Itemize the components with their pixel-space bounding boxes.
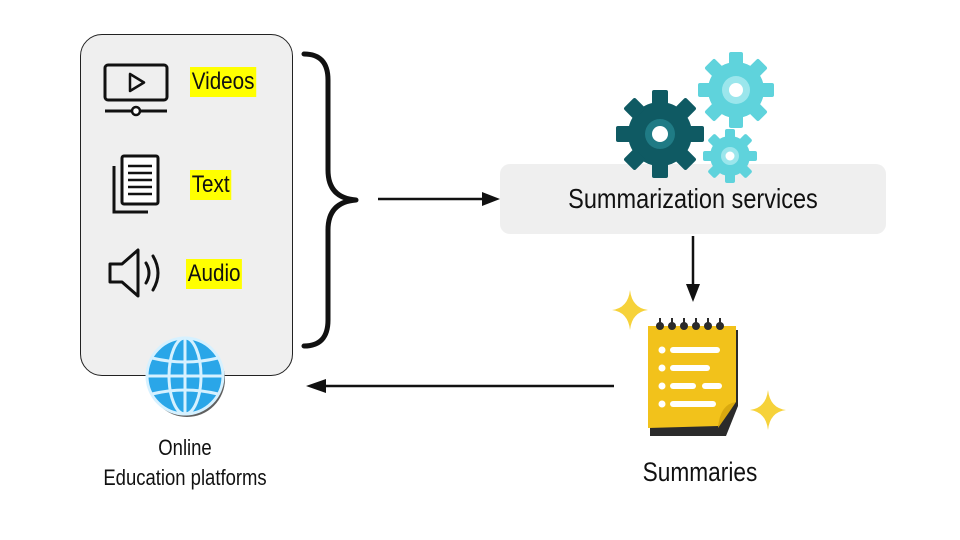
- arrow-to-services: [378, 192, 500, 206]
- video-player-icon: [103, 63, 169, 117]
- platform-label-line2: Education platforms: [103, 465, 267, 490]
- service-label: Summarization services: [568, 183, 818, 214]
- speaker-icon: [108, 248, 160, 298]
- globe-icon: [145, 336, 225, 417]
- summarization-service-box: [500, 164, 886, 234]
- grouping-brace: [301, 51, 359, 349]
- summaries-label: Summaries: [642, 457, 758, 487]
- platform-label-line1: Online: [158, 435, 212, 460]
- media-label-videos: Videos: [190, 67, 257, 97]
- notepad-sparkle-icon: [612, 290, 786, 436]
- arrow-to-platforms: [306, 379, 614, 393]
- media-label-audio: Audio: [186, 259, 243, 289]
- media-label-text: Text: [190, 170, 232, 200]
- gears-icon: [616, 52, 774, 183]
- document-icon: [112, 154, 160, 214]
- arrow-to-summaries: [686, 236, 700, 302]
